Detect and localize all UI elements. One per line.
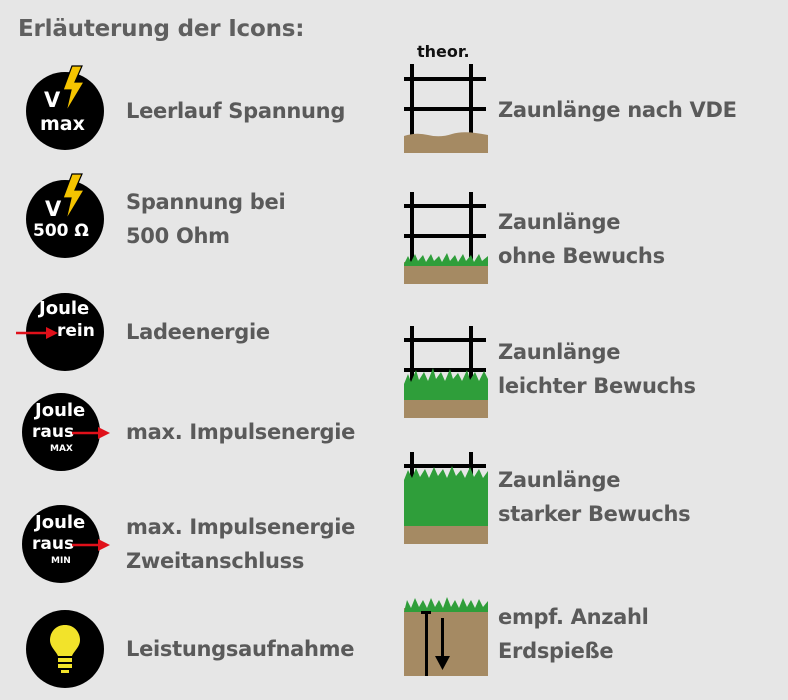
arrow-out-icon (72, 539, 110, 551)
legend-label-fence-heavy-vegetation: Zaunlänge starker Bewuchs (498, 468, 691, 526)
icon-text-raus: raus (32, 422, 75, 442)
arrow-out-icon (72, 427, 110, 439)
legend-label: Leerlauf Spannung (126, 99, 346, 123)
lightning-icon (62, 173, 86, 221)
fence-light-vegetation-icon (404, 326, 488, 422)
legend-label: Ladeenergie (126, 320, 270, 344)
legend-label-fence-no-vegetation: Zaunlänge ohne Bewuchs (498, 210, 665, 268)
legend-title: Erläuterung der Icons: (18, 16, 305, 42)
icon-text-min: MIN (51, 556, 71, 566)
legend-label: Spannung bei 500 Ohm (126, 190, 286, 248)
icon-text-max: max (40, 113, 85, 135)
joule-in-icon: Joule rein (16, 293, 104, 371)
bulb-glyph (50, 625, 80, 673)
fence-no-vegetation-icon (404, 192, 488, 288)
icon-text-raus: raus (32, 534, 75, 554)
legend-item-voltage-max: V max Leerlauf Spannung (26, 65, 346, 150)
theoretical-badge: theor. (417, 42, 470, 61)
fence-glyph (404, 326, 488, 418)
legend-item-joule-out-max: Joule raus MAX max. Impulsenergie (22, 393, 355, 471)
ground-rod-glyph (404, 597, 488, 676)
fence-heavy-vegetation-icon (404, 452, 488, 548)
voltage-max-icon: V max (26, 65, 104, 150)
legend-item-joule-out-min: Joule raus MIN max. Impulsenergie Zweita… (22, 505, 355, 583)
icon-text-max: MAX (50, 444, 73, 454)
legend-label-fence-theoretical: Zaunlänge nach VDE (498, 98, 737, 122)
fence-theoretical-icon: theor. (404, 44, 488, 158)
fence-glyph (404, 192, 488, 284)
legend-label-fence-light-vegetation: Zaunlänge leichter Bewuchs (498, 340, 696, 398)
legend-item-power-consumption: Leistungsaufnahme (26, 610, 354, 688)
icon-text-v: V (45, 197, 62, 221)
icon-text-joule: Joule (35, 400, 86, 421)
fence-glyph (404, 64, 488, 153)
legend-label: max. Impulsenergie Zweitanschluss (126, 515, 356, 573)
light-bulb-icon (26, 610, 104, 688)
icon-text-500-ohm: 500 Ω (33, 221, 89, 241)
voltage-500-ohm-icon: V 500 Ω (26, 173, 104, 258)
icon-text-joule: Joule (39, 298, 90, 319)
icon-text-rein: rein (57, 321, 95, 341)
icon-text-joule: Joule (35, 512, 86, 533)
legend-label: Leistungsaufnahme (126, 637, 355, 661)
legend-label-ground-rods: empf. Anzahl Erdspieße (498, 605, 649, 663)
arrow-in-icon (16, 327, 58, 339)
joule-out-max-icon: Joule raus MAX (22, 393, 110, 471)
ground-rods-icon (404, 594, 488, 680)
icon-text-v: V (44, 88, 61, 112)
fence-glyph (404, 452, 488, 544)
legend-label: max. Impulsenergie (126, 420, 356, 444)
legend-item-voltage-500-ohm: V 500 Ω Spannung bei 500 Ohm (26, 173, 286, 258)
legend-item-joule-in: Joule rein Ladeenergie (16, 293, 270, 371)
joule-out-min-icon: Joule raus MIN (22, 505, 110, 583)
lightning-icon (62, 65, 86, 113)
